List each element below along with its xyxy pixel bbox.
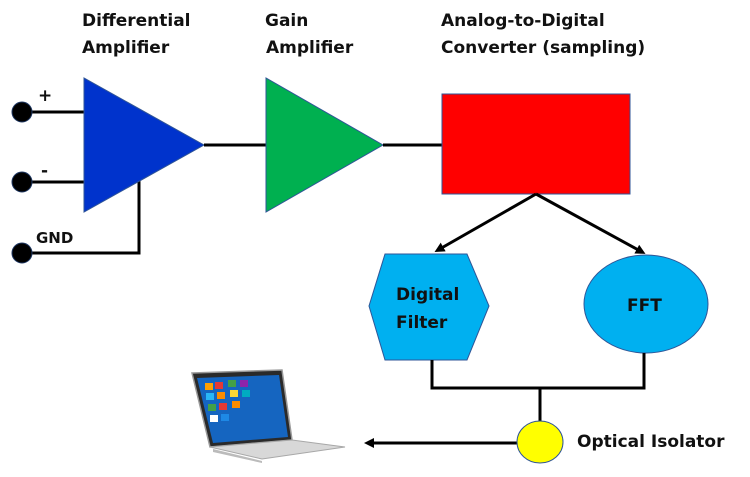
diff-amp-label-line2: Amplifier: [82, 38, 170, 58]
arrow-adc-to-fft: [535, 192, 646, 254]
arrow-adc-to-filter: [434, 192, 537, 252]
diff-amp-label-line1: Differential: [82, 11, 191, 31]
fft-block: [583, 254, 709, 354]
adc-label-line2: Converter (sampling): [441, 38, 646, 58]
terminal-gnd: [11, 242, 33, 264]
laptop-icon: [191, 369, 346, 463]
gain-amp-label-line2: Amplifier: [266, 38, 354, 58]
digital-filter-label-line2: Filter: [396, 313, 448, 333]
optical-isolator: [516, 420, 564, 464]
input-label-minus: -: [41, 161, 49, 181]
fft-label: FFT: [627, 296, 662, 316]
terminal-minus: [11, 171, 33, 193]
adc-label-line1: Analog-to-Digital: [441, 11, 605, 31]
wire-gnd: [22, 178, 141, 255]
input-label-gnd: GND: [36, 229, 74, 247]
gain-amp-label-line1: Gain: [265, 11, 309, 31]
terminal-plus: [11, 101, 33, 123]
differential-amplifier: [83, 77, 206, 213]
input-label-plus: +: [38, 86, 53, 106]
digital-filter-block: [368, 253, 490, 361]
optical-isolator-label: Optical Isolator: [577, 432, 725, 452]
gain-amplifier: [265, 77, 385, 213]
digital-filter-label-line1: Digital: [396, 285, 460, 305]
wire-filter-fft-merge: [430, 353, 646, 390]
adc-block: [441, 93, 631, 195]
